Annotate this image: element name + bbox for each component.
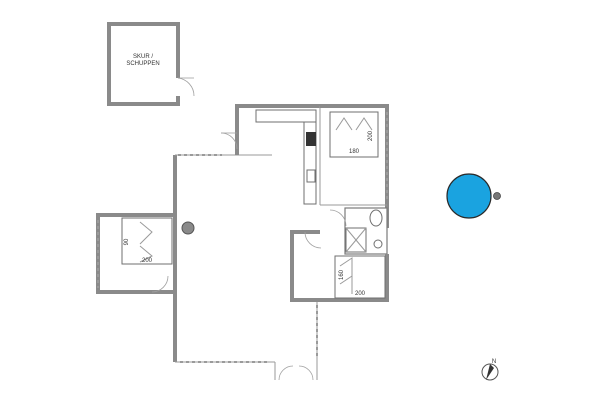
compass: N	[481, 359, 499, 381]
stove	[306, 132, 316, 146]
master-bed	[329, 111, 379, 158]
master-bedroom: 180 200	[320, 104, 389, 228]
shed-label-line2: SCHUPPEN	[126, 61, 159, 67]
shower-x2	[345, 227, 367, 253]
kitchen-counter-top	[255, 109, 317, 123]
bottom-bed-pillow-b	[339, 275, 353, 294]
compass-north-label: N	[492, 359, 496, 365]
stove-fireplace	[181, 221, 195, 235]
left-bedroom: 90 200	[96, 213, 195, 294]
bottom-bedroom-walls	[290, 230, 389, 302]
bottom-bedroom: 160 200	[290, 230, 389, 302]
compass-needle	[486, 364, 494, 380]
shed-walls	[107, 22, 180, 106]
left-bed-pillow-b	[139, 245, 153, 263]
terrace-door-swing-right	[298, 365, 314, 381]
left-bedroom-walls	[96, 213, 175, 294]
bathroom-door-swing	[329, 209, 347, 227]
kitchen-sink	[306, 169, 316, 183]
entry-door-swing	[220, 132, 238, 150]
wall-entry	[235, 104, 320, 155]
pool-heater	[493, 192, 501, 200]
bottom-bed-length: 200	[355, 291, 366, 297]
left-bed-width: 90	[124, 238, 130, 245]
bottom-bedroom-door-swing	[304, 231, 322, 249]
shed-label-line1: SKUR /	[133, 54, 153, 60]
master-bed-width: 180	[349, 149, 360, 155]
master-bed-pillow-a	[335, 117, 353, 131]
left-bed-length: 200	[142, 258, 153, 264]
terrace-door-swing-left	[278, 365, 294, 381]
bottom-bed	[334, 255, 386, 299]
shed-door-swing	[177, 77, 195, 97]
bottom-bed-pillow-a	[339, 257, 353, 276]
master-walls	[320, 104, 389, 228]
master-bed-pillow-b	[355, 117, 373, 131]
house-walls	[173, 104, 321, 381]
left-bedroom-door-swing	[151, 275, 169, 293]
washbasin	[373, 239, 383, 249]
pool-basin	[446, 173, 492, 219]
left-bed	[121, 217, 173, 265]
bathroom	[329, 207, 388, 255]
bottom-bed-width: 160	[339, 269, 345, 280]
shed: SKUR / SCHUPPEN	[107, 22, 195, 106]
master-bed-length: 200	[368, 130, 374, 141]
toilet	[369, 209, 383, 227]
left-bed-pillow-a	[139, 221, 153, 245]
pool	[446, 173, 501, 219]
